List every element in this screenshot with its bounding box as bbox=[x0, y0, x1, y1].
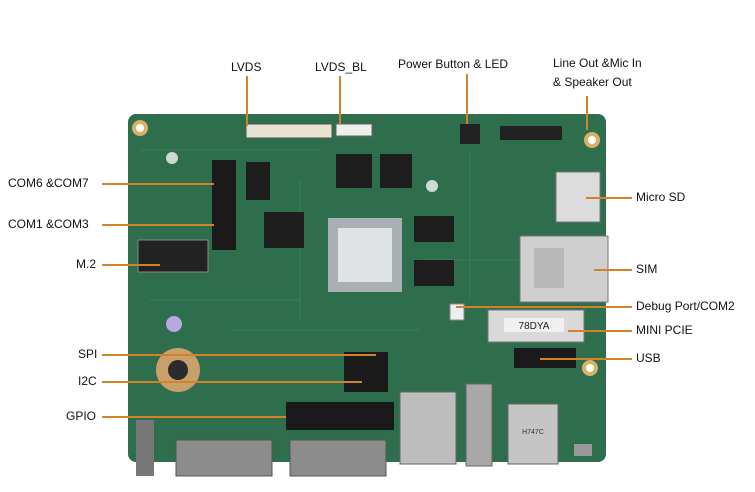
soc bbox=[338, 228, 392, 282]
chip bbox=[246, 162, 270, 200]
label-gpio: GPIO bbox=[66, 409, 97, 423]
label-line-out-2: & Speaker Out bbox=[553, 75, 632, 89]
leader-m2 bbox=[102, 264, 160, 266]
mounting-holes bbox=[132, 120, 600, 376]
label-debug-port: Debug Port/COM2 bbox=[636, 299, 735, 313]
label-line-out-1: Line Out &Mic In bbox=[553, 56, 642, 70]
leader-i2c bbox=[102, 381, 362, 383]
mini-pcie-sticker-text: 78DYA bbox=[519, 321, 550, 332]
leader-micro-sd bbox=[586, 197, 632, 199]
usb-port-marking: H747C bbox=[522, 429, 544, 436]
label-mini-pcie: MINI PCIE bbox=[636, 323, 693, 337]
label-i2c: I2C bbox=[78, 374, 97, 388]
ram-chip bbox=[336, 154, 372, 188]
m2-slot bbox=[137, 239, 209, 273]
label-com6-com7: COM6 &COM7 bbox=[8, 176, 89, 190]
leader-gpio bbox=[102, 416, 286, 418]
ram-chip bbox=[380, 154, 412, 188]
label-micro-sd: Micro SD bbox=[636, 190, 686, 204]
leader-sim bbox=[594, 269, 632, 271]
inductor-core bbox=[168, 360, 188, 380]
usb-port bbox=[465, 383, 493, 467]
power-header bbox=[460, 124, 480, 144]
ram-chip bbox=[414, 216, 454, 242]
leader-mini-pcie bbox=[568, 330, 632, 332]
gpio-header bbox=[286, 402, 394, 430]
label-power-button-led: Power Button & LED bbox=[398, 57, 509, 71]
audio-header bbox=[500, 126, 562, 140]
leader-spi bbox=[102, 354, 376, 356]
lvds-connector bbox=[245, 123, 333, 139]
label-lvds-bl: LVDS_BL bbox=[315, 60, 367, 74]
db9-connector bbox=[175, 439, 273, 477]
label-m2: M.2 bbox=[76, 257, 97, 271]
spi-i2c-headers bbox=[344, 352, 388, 392]
leader-com6-com7 bbox=[102, 183, 214, 185]
leader-debug-port bbox=[456, 306, 632, 308]
label-usb: USB bbox=[636, 351, 661, 365]
leader-com1-com3 bbox=[102, 224, 214, 226]
label-lvds: LVDS bbox=[231, 60, 262, 74]
label-com1-com3: COM1 &COM3 bbox=[8, 217, 89, 231]
leader-lvds bbox=[246, 76, 248, 126]
dual-usb-port bbox=[507, 403, 559, 465]
label-sim: SIM bbox=[636, 262, 658, 276]
mini-pcie-sticker bbox=[504, 318, 564, 332]
leader-line-out bbox=[586, 96, 588, 130]
db9-connector bbox=[289, 439, 387, 477]
leader-lvds-bl bbox=[339, 76, 341, 124]
lvds-bl-connector bbox=[335, 123, 373, 137]
leader-usb bbox=[540, 358, 632, 360]
pcb-traces bbox=[140, 149, 520, 331]
ram-chip bbox=[414, 260, 454, 286]
debug-connector bbox=[449, 303, 465, 321]
leader-power-button bbox=[466, 74, 468, 124]
sim-contacts bbox=[534, 248, 564, 288]
com-headers bbox=[212, 160, 236, 250]
micro-usb-port bbox=[574, 444, 592, 456]
ethernet-port bbox=[399, 391, 457, 465]
capacitor bbox=[166, 316, 182, 332]
power-jack bbox=[136, 420, 154, 476]
chip bbox=[264, 212, 304, 248]
label-spi: SPI bbox=[78, 347, 98, 361]
